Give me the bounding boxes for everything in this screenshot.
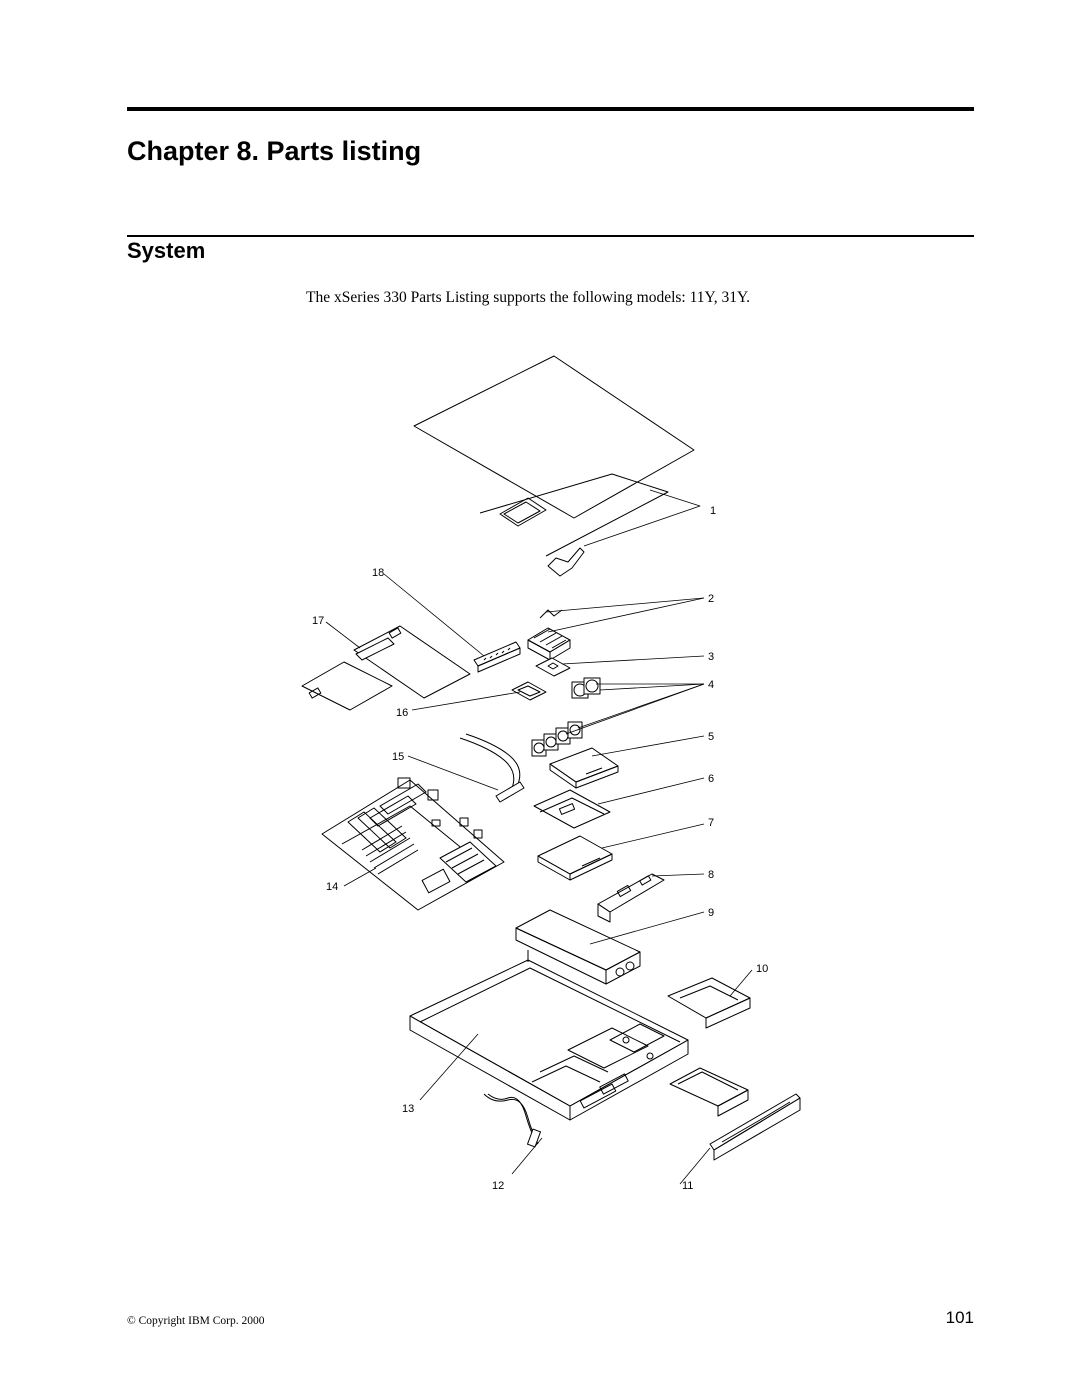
callout-6: 6: [708, 773, 714, 785]
bay-filler: [667, 977, 751, 1029]
chapter-rule: [127, 107, 974, 111]
cd-rom-drive: [537, 835, 613, 881]
drive-tray: [533, 789, 611, 829]
callout-13: 13: [402, 1103, 414, 1115]
callout-3: 3: [708, 651, 714, 663]
heat-sink: [527, 609, 571, 661]
leader-lines: [325, 489, 753, 1185]
microprocessor: [535, 657, 571, 677]
callout-15: 15: [392, 751, 404, 763]
section-title: System: [127, 238, 206, 263]
callout-5: 5: [708, 731, 714, 743]
top-cover: [413, 355, 695, 577]
cable: [483, 1093, 541, 1148]
callout-7: 7: [708, 817, 714, 829]
callout-16: 16: [396, 707, 408, 719]
chassis: [409, 950, 689, 1121]
page-number: 101: [945, 1308, 974, 1327]
callout-4: 4: [708, 679, 714, 691]
callout-12: 12: [492, 1180, 504, 1192]
callout-14: 14: [326, 881, 338, 893]
callout-2: 2: [708, 593, 714, 605]
diskette-drive: [549, 747, 619, 789]
callout-8: 8: [708, 869, 714, 881]
callout-11: 11: [682, 1180, 693, 1192]
callout-1: 1: [710, 505, 716, 517]
hard-disk-drive: [669, 1067, 749, 1117]
section-rule: [127, 235, 974, 237]
copyright-notice: © Copyright IBM Corp. 2000: [127, 1315, 265, 1327]
fans: [531, 677, 601, 757]
bezel: [709, 1093, 801, 1161]
backplane: [597, 873, 665, 923]
callout-10: 10: [756, 963, 768, 975]
memory-dimm: [473, 641, 521, 673]
adapter-card: [301, 625, 471, 711]
chapter-title: Chapter 8. Parts listing: [127, 136, 422, 166]
processor-socket: [511, 681, 547, 701]
power-supply: [515, 909, 641, 985]
ribbon-cable: [459, 733, 525, 803]
intro-paragraph: The xSeries 330 Parts Listing supports t…: [306, 289, 751, 306]
callout-9: 9: [708, 907, 714, 919]
callout-18: 18: [372, 567, 384, 579]
system-board: [321, 777, 505, 911]
callout-17: 17: [312, 615, 324, 627]
